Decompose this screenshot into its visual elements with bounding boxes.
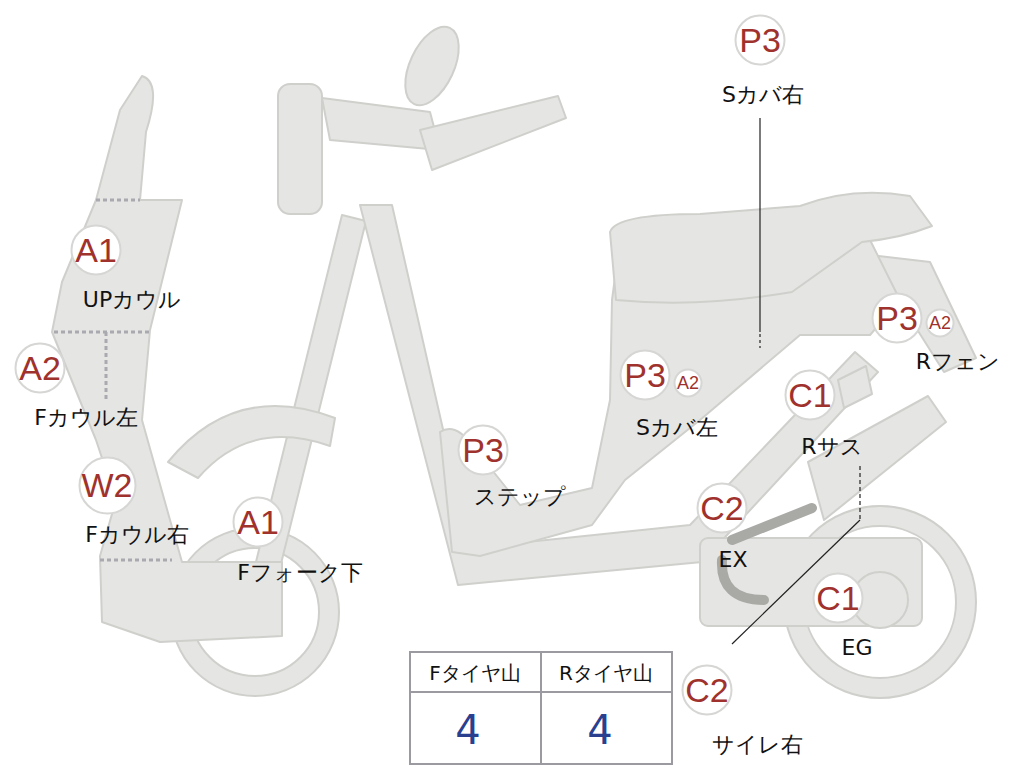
grade-circle: C2 xyxy=(696,482,748,534)
circle-shape xyxy=(736,16,785,65)
damage-code: C2 xyxy=(700,491,743,525)
table-header: Rタイヤ山 xyxy=(559,662,653,684)
part-name: Rフェン xyxy=(916,350,1000,374)
front-fender xyxy=(168,406,335,478)
panel-division xyxy=(100,559,172,562)
handlebar xyxy=(420,96,566,170)
leader-line xyxy=(759,118,760,332)
part-name: EG xyxy=(842,636,873,660)
part-name: Rサス xyxy=(801,435,862,459)
damage-code: P3 xyxy=(739,23,781,57)
damage-code: A2 xyxy=(19,351,61,385)
damage-code: W2 xyxy=(82,468,133,502)
circle-shape xyxy=(79,457,135,513)
damage-code: P3 xyxy=(876,301,918,335)
part-name: Fフォーク下 xyxy=(237,561,363,585)
leader-line xyxy=(859,466,860,520)
part-name: Sカバ左 xyxy=(636,416,718,440)
grade-circle: C2 xyxy=(681,664,733,716)
table-value: 4 xyxy=(587,708,612,752)
circle-shape xyxy=(698,484,747,533)
grade-circle: P3 xyxy=(871,292,923,344)
part-name: ステップ xyxy=(474,485,566,509)
tire-table xyxy=(410,652,672,764)
circle-shape xyxy=(683,666,732,715)
damage-code: C1 xyxy=(788,378,831,412)
damage-code: A1 xyxy=(237,505,279,539)
table-value: 4 xyxy=(455,708,480,752)
damage-code: P3 xyxy=(624,358,666,392)
circle-shape xyxy=(674,369,701,396)
grade-circle: C1 xyxy=(784,369,836,421)
grade-circle: A2 xyxy=(925,308,955,338)
circle-shape xyxy=(621,351,670,400)
damage-code: A2 xyxy=(677,374,699,392)
grade-circle: P3 xyxy=(619,349,671,401)
panel-division xyxy=(54,331,150,334)
grade-circle: P3 xyxy=(734,14,786,66)
grade-circle: W2 xyxy=(78,456,137,515)
part-name: Fカウル右 xyxy=(85,523,189,547)
damage-code: P3 xyxy=(462,433,504,467)
damage-code: C2 xyxy=(685,673,728,707)
leader-line xyxy=(759,334,760,348)
circle-shape xyxy=(72,226,121,275)
circle-shape xyxy=(16,344,65,393)
seat xyxy=(610,193,932,303)
part-name: Sカバ右 xyxy=(722,83,804,107)
grade-circle: A1 xyxy=(232,496,284,548)
circle-shape xyxy=(926,309,953,336)
circle-shape xyxy=(786,371,835,420)
panel-division xyxy=(105,332,108,402)
grade-circle: A2 xyxy=(673,368,703,398)
part-name: EX xyxy=(719,548,748,572)
damage-code: C1 xyxy=(816,581,859,615)
mirror xyxy=(394,19,469,114)
grade-circle: A1 xyxy=(70,224,122,276)
grade-circle: P3 xyxy=(457,424,509,476)
part-name: サイレ右 xyxy=(712,733,803,757)
circle-shape xyxy=(873,294,922,343)
part-name: UPカウル xyxy=(83,288,181,312)
grade-circle: A2 xyxy=(14,342,66,394)
grade-circle: C1 xyxy=(812,572,864,624)
damage-code: A2 xyxy=(929,314,951,332)
part-name: Fカウル左 xyxy=(34,406,138,430)
headlight xyxy=(278,84,322,214)
leader-line xyxy=(732,520,860,644)
circle-shape xyxy=(234,498,283,547)
panel-division xyxy=(96,199,140,202)
front-cowl xyxy=(52,76,282,642)
circle-shape xyxy=(459,426,508,475)
shock-top xyxy=(838,366,872,408)
circle-shape xyxy=(814,574,863,623)
damage-code: A1 xyxy=(75,233,117,267)
table-header: Fタイヤ山 xyxy=(429,662,521,684)
table-grid xyxy=(410,652,672,764)
